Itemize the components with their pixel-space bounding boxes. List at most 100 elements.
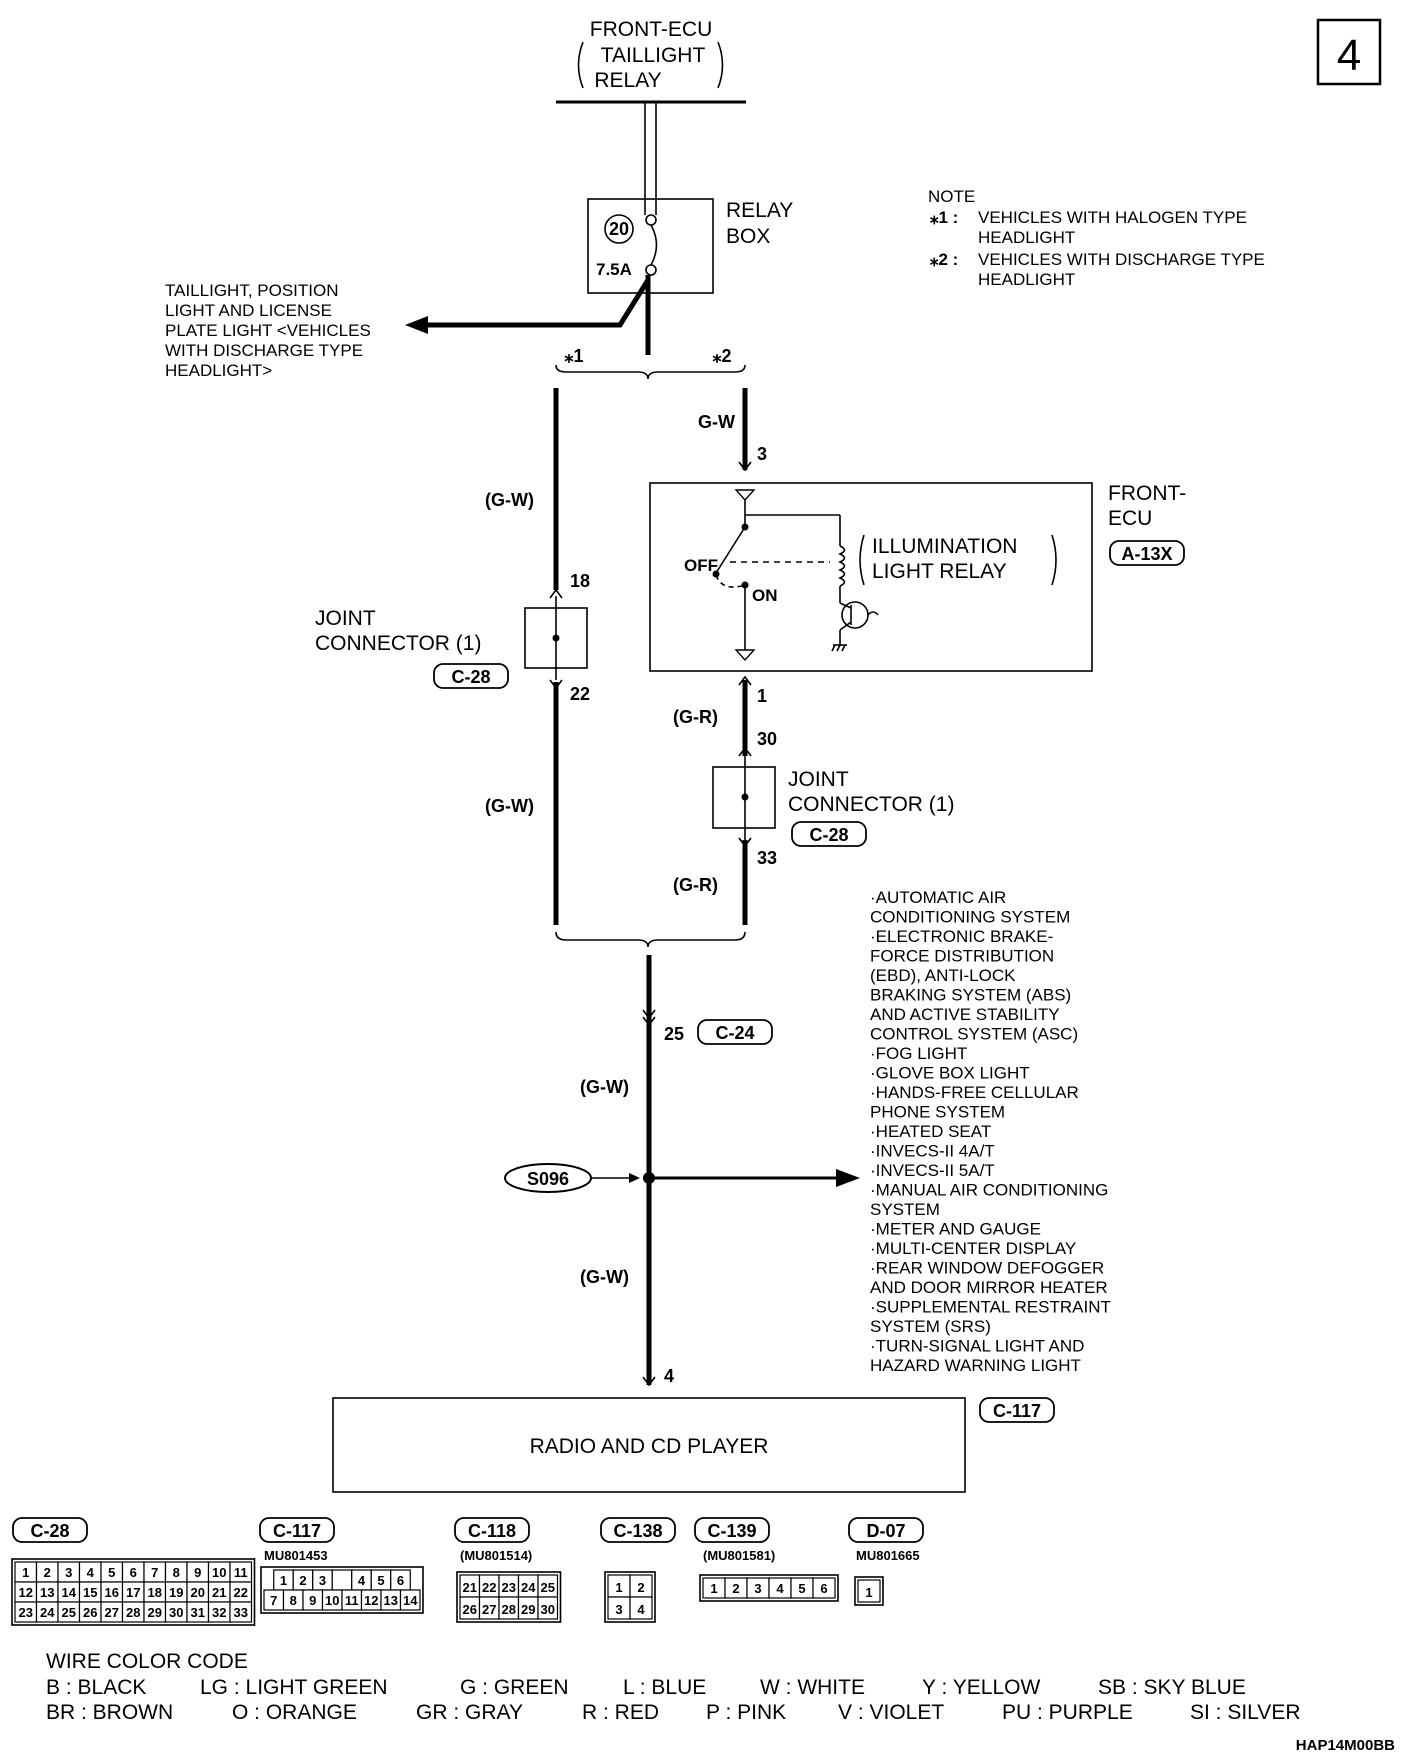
splice-destination-line: ·HEATED SEAT [870, 1122, 991, 1141]
paren-right [717, 41, 724, 89]
merge-brace [555, 931, 746, 948]
splice-destination-line: ·REAR WINDOW DEFOGGER [870, 1259, 1104, 1278]
paren-right [1051, 534, 1057, 586]
radio-box [332, 1397, 966, 1493]
radio-code-box [979, 1397, 1055, 1423]
wire-color-entry: G : GREEN [460, 1676, 569, 1699]
connector-pin-number: 3 [65, 1565, 72, 1580]
connector-pin-number: 24 [40, 1605, 55, 1620]
wire-color-entry: P : PINK [706, 1701, 786, 1724]
connector-pin-number: 4 [637, 1602, 645, 1617]
switch-on-path [715, 574, 746, 588]
pin-arrow-icon [642, 1009, 656, 1020]
connector-pin-number: 1 [280, 1573, 287, 1588]
connector-code: C-117 [273, 1521, 321, 1541]
connector-pin-number: 27 [105, 1605, 119, 1620]
relay-line [839, 621, 852, 631]
note-mark-1: ⁎1 : [929, 208, 958, 227]
connector-pin-number: 33 [234, 1605, 248, 1620]
connector-pin-number: 26 [463, 1602, 477, 1617]
relay-label2: LIGHT RELAY [872, 560, 1007, 583]
terminal-triangle-icon [734, 649, 756, 662]
note-item-2-line2: HEADLIGHT [978, 270, 1075, 289]
wire-color-entry: L : BLUE [623, 1676, 706, 1699]
left-joint-code-box [433, 663, 509, 689]
right-wire-lower-label: (G-R) [673, 875, 718, 895]
connector-code-box [848, 1517, 924, 1543]
splice-destination-line: ·SUPPLEMENTAL RESTRAINT [870, 1298, 1111, 1317]
connector-pin-number: 16 [105, 1585, 119, 1600]
radio-code: C-117 [993, 1401, 1041, 1421]
wire-color-entry: LG : LIGHT GREEN [200, 1676, 388, 1699]
paren-left [577, 41, 584, 89]
splice-destination-line: ·METER AND GAUGE [870, 1220, 1041, 1239]
switch-arm [715, 526, 746, 574]
connector-pin-number: 18 [148, 1585, 162, 1600]
connector-pin-number: 5 [108, 1565, 115, 1580]
splice-destination-line: CONDITIONING SYSTEM [870, 908, 1070, 927]
connector-pin-number: 1 [22, 1565, 29, 1580]
splice-destination-line: ·HANDS-FREE CELLULAR [870, 1083, 1079, 1102]
splice-destination-line: ·GLOVE BOX LIGHT [870, 1064, 1030, 1083]
taillight-branch-label: TAILLIGHT, POSITION LIGHT AND LICENSE PL… [165, 281, 371, 380]
left-joint-label2: CONNECTOR (1) [315, 632, 481, 655]
connector-part-number: MU801453 [264, 1548, 328, 1563]
connector-pin-number: 2 [732, 1581, 739, 1596]
left-joint-dot [552, 634, 560, 642]
splice-destination-line: HAZARD WARNING LIGHT [870, 1356, 1081, 1375]
taillight-line: HEADLIGHT> [165, 361, 272, 380]
wire-color-entry: B : BLACK [46, 1676, 146, 1699]
radio-label: RADIO AND CD PLAYER [530, 1435, 769, 1458]
splice-destination-line: PHONE SYSTEM [870, 1103, 1005, 1122]
splice-destination-line: ·INVECS-II 5A/T [870, 1161, 995, 1180]
connector-pin-number: 8 [290, 1593, 297, 1608]
connector-pin-number: 9 [309, 1593, 316, 1608]
pin-arrow-icon [549, 588, 563, 599]
connector-pin-number: 32 [212, 1605, 226, 1620]
connector-pin-number: 28 [502, 1602, 516, 1617]
ecu-code: A-13X [1121, 544, 1172, 564]
variant-left-mark: ⁎1 [564, 346, 583, 366]
connector-pin-number: 30 [541, 1602, 555, 1617]
splice-destination-line: ·FOG LIGHT [870, 1044, 967, 1063]
right-joint-code: C-28 [809, 825, 848, 845]
ecu-pin-in: 3 [757, 444, 767, 464]
left-pin-out: 22 [570, 684, 590, 704]
connector-pin-number: 8 [173, 1565, 180, 1580]
arrow-left-icon [405, 316, 428, 334]
connector-pin-cell [537, 1596, 559, 1620]
connector-pin-number: 3 [615, 1602, 622, 1617]
splice-destination-line: ·ELECTRONIC BRAKE- [870, 927, 1053, 946]
connector-pin-number: 24 [521, 1580, 536, 1595]
connector-code-box [454, 1517, 530, 1543]
fuse-number: 20 [609, 219, 629, 239]
connector-pin-number: 15 [83, 1585, 97, 1600]
connector-pin-number: 11 [345, 1593, 359, 1608]
wire-color-entry: Y : YELLOW [922, 1676, 1040, 1699]
source-line2: TAILLIGHT [601, 44, 706, 67]
connector-pin-number: 14 [403, 1593, 418, 1608]
connector-housing [699, 1574, 839, 1602]
wire-color-row-1: B : BLACK LG : LIGHT GREEN G : GREEN L : BL… [46, 1676, 1246, 1699]
relay-box-label1: RELAY [726, 199, 793, 222]
fuse-element [650, 224, 658, 266]
connector-pin-number: 17 [126, 1585, 140, 1600]
left-joint-label1: JOINT [315, 607, 376, 630]
connector-pin-number: 27 [482, 1602, 496, 1617]
connector-housing [260, 1566, 424, 1614]
splice-label: S096 [527, 1169, 569, 1189]
connector-pin-number: 4 [87, 1565, 95, 1580]
connector-code: D-07 [866, 1521, 905, 1541]
ecu-label2: ECU [1108, 507, 1152, 530]
switch-off-label: OFF [684, 556, 718, 575]
connector-pin-number: 28 [126, 1605, 140, 1620]
connector-pin-cell [331, 1569, 353, 1591]
pin-arrow-icon [738, 461, 752, 472]
connector-pin-number: 2 [44, 1565, 51, 1580]
connector-pin-number: 10 [212, 1565, 226, 1580]
page-number-box [1316, 18, 1382, 86]
